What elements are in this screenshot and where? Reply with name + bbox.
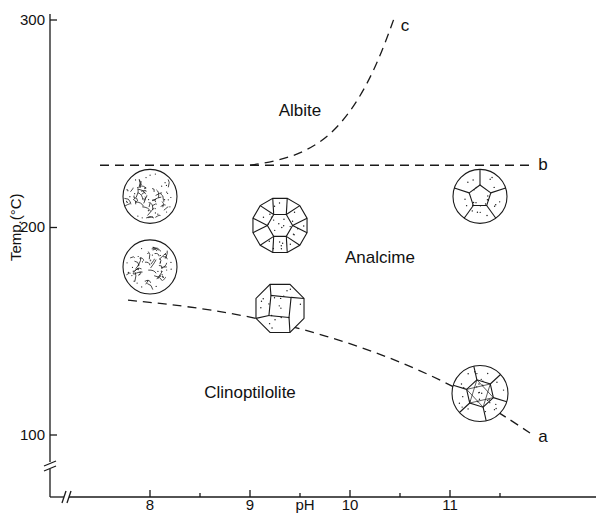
tick-label: 9	[246, 497, 254, 514]
boundary-a	[128, 300, 530, 433]
boundary-c	[250, 16, 395, 165]
spherulite	[123, 169, 177, 223]
phase-boundaries	[100, 16, 535, 433]
spherulite	[123, 240, 177, 294]
curve-label: a	[538, 428, 547, 447]
region-label: Albite	[279, 102, 322, 121]
tick-label: 10	[342, 497, 359, 514]
rounded-crystal	[453, 169, 507, 223]
region-label: Analcime	[345, 249, 415, 268]
trapezohedron-crystal	[253, 198, 307, 252]
boundary-b	[100, 165, 535, 166]
axes	[44, 14, 596, 503]
tick-label: 300	[20, 12, 45, 29]
curve-label: b	[538, 156, 547, 175]
axis-title: Temp.(°C)	[8, 194, 25, 262]
tick-label: 100	[20, 427, 45, 444]
curve-label: c	[401, 17, 410, 36]
region-label: Clinoptilolite	[204, 384, 296, 403]
tick-label: 8	[146, 497, 154, 514]
crystal-drawings	[123, 169, 508, 421]
polyhedral-crystal	[256, 284, 304, 332]
axis-title: pH	[295, 497, 314, 514]
tick-label: 11	[442, 497, 458, 514]
crystal-aggregate	[452, 366, 508, 422]
